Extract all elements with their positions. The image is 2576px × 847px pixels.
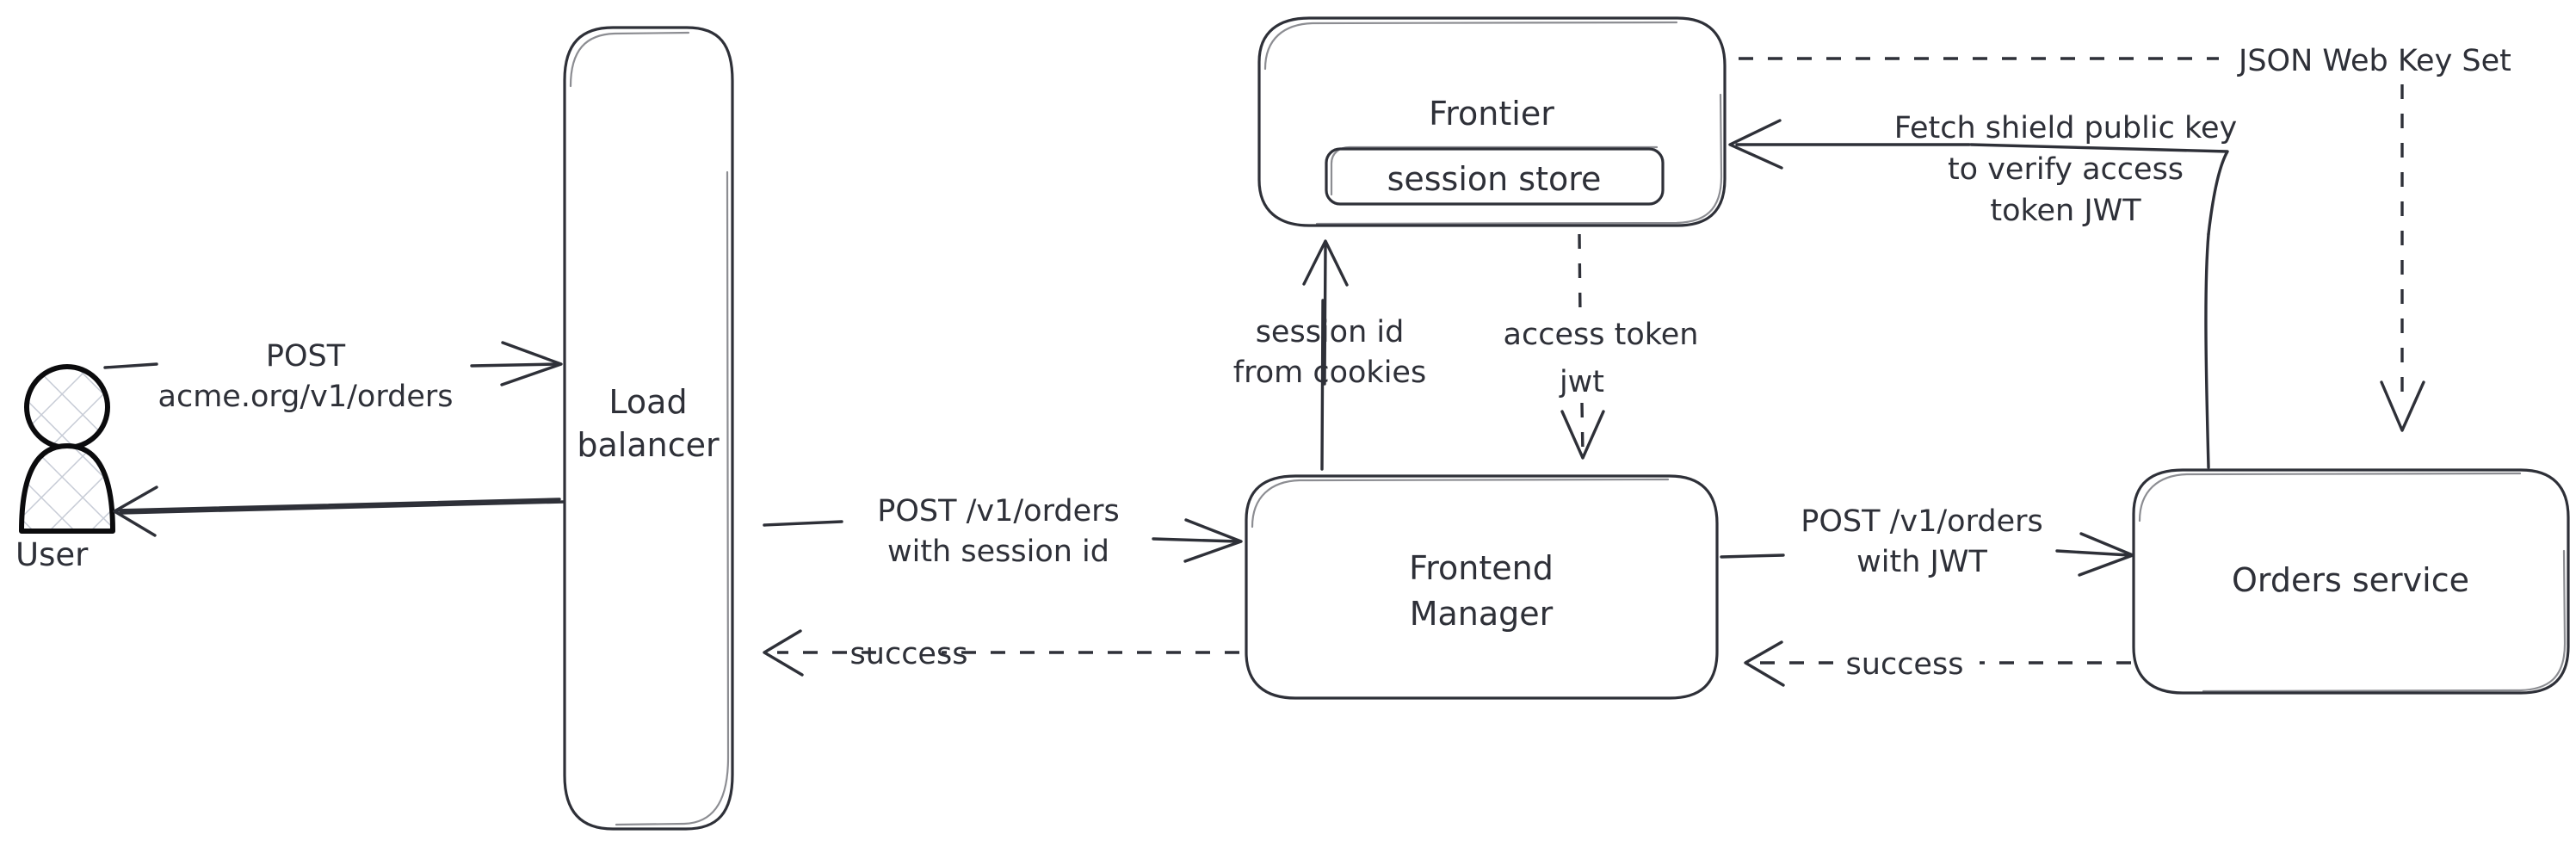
- edge-orders-service-to-frontend-manager: success: [1744, 640, 2131, 687]
- arrowhead-right: [2078, 532, 2134, 577]
- edge-user-to-lb-label-line2: acme.org/v1/orders: [158, 380, 454, 414]
- arrowhead-right: [1183, 518, 1243, 563]
- node-load-balancer[interactable]: Load balancer: [563, 26, 734, 831]
- load-balancer-label-line1: Load: [608, 383, 687, 421]
- frontend-manager-box: [1245, 474, 1719, 700]
- node-orders-service[interactable]: Orders service: [2132, 468, 2570, 695]
- edge-lb-to-fm-label-line1: POST /v1/orders: [877, 494, 1120, 529]
- edge-orders-to-frontier-label-line1: Fetch shield public key: [1894, 111, 2237, 145]
- edge-user-to-load-balancer: POST acme.org/v1/orders: [103, 339, 563, 414]
- arrowhead-up: [1302, 239, 1349, 287]
- edge-fm-to-orders-label-line2: with JWT: [1856, 545, 1987, 579]
- frontier-box-sketch2: [1315, 93, 1723, 226]
- edge-frontier-to-orders-service: JSON Web Key Set: [1739, 44, 2511, 432]
- orders-service-label: Orders service: [2232, 561, 2469, 599]
- edge-user-to-lb-stub: [103, 362, 158, 369]
- edge-lb-to-user-line: [114, 498, 561, 512]
- arrowhead-left: [113, 485, 158, 537]
- frontend-manager-label-line2: Manager: [1410, 595, 1554, 633]
- frontend-manager-box-sketch: [1251, 478, 1670, 529]
- edge-frontier-to-orders-label: JSON Web Key Set: [2237, 44, 2511, 78]
- arrowhead-down: [1560, 410, 1605, 460]
- edge-frontier-to-fm-label-line2: jwt: [1559, 365, 1604, 399]
- edge-frontier-to-fm-line-top: [1578, 233, 1582, 318]
- edge-user-to-lb-label-line1: POST: [266, 339, 346, 374]
- arrowhead-down: [2380, 380, 2425, 432]
- user-head-fill: [27, 367, 108, 448]
- frontend-manager-label-line1: Frontend: [1409, 549, 1554, 587]
- edge-frontier-to-fm-line-bottom: [1580, 402, 1585, 455]
- session-store-label: session store: [1387, 160, 1602, 198]
- load-balancer-box-sketch2: [615, 170, 730, 826]
- user-body-fill: [22, 446, 113, 531]
- edge-orders-to-frontier-label-line2: to verify access: [1948, 152, 2184, 187]
- node-frontier[interactable]: Frontier session store: [1257, 16, 1727, 227]
- edge-load-balancer-to-frontend-manager: POST /v1/orders with session id: [763, 494, 1243, 569]
- node-session-store[interactable]: session store: [1325, 145, 1665, 206]
- orders-service-box-sketch: [2138, 472, 2522, 522]
- edge-frontend-manager-to-load-balancer: success: [763, 629, 1239, 677]
- load-balancer-box-sketch: [569, 31, 690, 88]
- edge-orders-service-to-frontier: Fetch shield public key to verify access…: [1728, 111, 2237, 469]
- edge-fm-to-lb-label: success: [850, 637, 968, 671]
- edge-fm-to-frontier-label-line1: session id: [1256, 315, 1405, 349]
- edge-orders-to-frontier-vertical: [2204, 232, 2210, 469]
- user-label: User: [15, 536, 89, 573]
- edge-frontier-to-fm-label-line1: access token: [1504, 318, 1699, 352]
- edge-orders-to-frontier-label-line3: token JWT: [1990, 194, 2141, 228]
- edge-orders-to-frontier-curve: [1969, 143, 2229, 236]
- session-store-box: [1325, 147, 1665, 206]
- edge-frontier-to-frontend-manager: access token jwt: [1504, 233, 1699, 460]
- arrowhead-left: [1728, 119, 1783, 170]
- edge-fm-to-frontier-label-line2: from cookies: [1233, 355, 1426, 390]
- edge-orders-to-fm-label: success: [1846, 647, 1964, 682]
- edge-lb-to-fm-line: [1152, 537, 1239, 543]
- frontier-label: Frontier: [1429, 95, 1554, 133]
- frontier-box-sketch: [1263, 21, 1678, 71]
- load-balancer-box: [563, 26, 734, 831]
- edge-frontend-manager-to-frontier: session id from cookies: [1233, 239, 1426, 471]
- arrowhead-right: [500, 341, 563, 386]
- node-user[interactable]: User: [15, 364, 115, 573]
- arrowhead-left: [1744, 640, 1785, 687]
- orders-service-box-sketch2: [2202, 549, 2567, 693]
- orders-service-box: [2132, 468, 2570, 695]
- node-frontend-manager[interactable]: Frontend Manager: [1245, 474, 1719, 700]
- edge-lb-to-user-line2: [119, 500, 565, 515]
- session-store-box-sketch: [1330, 145, 1659, 196]
- edge-load-balancer-to-user: [113, 485, 565, 537]
- load-balancer-label-line2: balancer: [577, 426, 720, 464]
- edge-fm-to-orders-label-line1: POST /v1/orders: [1801, 504, 2043, 539]
- edge-fm-to-frontier-line-top: [1320, 299, 1325, 471]
- edge-lb-to-fm-label-line2: with session id: [887, 535, 1109, 569]
- edge-lb-to-fm-stub: [763, 520, 843, 527]
- edge-fm-to-orders-line: [2055, 549, 2131, 557]
- edge-user-to-lb-line: [470, 362, 559, 368]
- user-body-icon: [19, 443, 115, 534]
- edge-frontend-manager-to-orders-service: POST /v1/orders with JWT: [1720, 504, 2134, 579]
- edge-fm-to-orders-stub: [1720, 553, 1785, 559]
- arrowhead-left: [763, 629, 804, 677]
